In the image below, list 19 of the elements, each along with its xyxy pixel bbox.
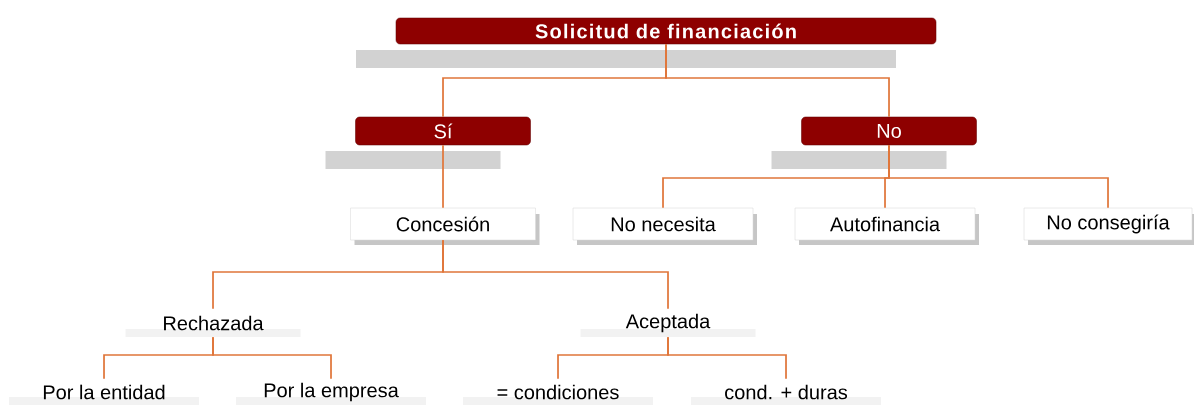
- outcome-label: Aceptada: [580, 313, 756, 337]
- choice-box: No: [771, 116, 977, 169]
- outcome-box: No consegiría: [1023, 207, 1194, 245]
- connector: [665, 43, 890, 118]
- title-bar: Solicitud de financiación: [356, 17, 937, 68]
- outcome-box: No necesita: [572, 207, 757, 245]
- choice-box: Sí: [325, 116, 531, 169]
- connector: [667, 336, 787, 380]
- outcome-box: Concesión: [350, 207, 540, 245]
- outcome-label: Por la entidad: [9, 384, 199, 405]
- outcome-label: = condiciones: [463, 384, 653, 405]
- outcome-box: Autofinancia: [794, 207, 979, 245]
- connector: [442, 144, 444, 209]
- connector: [212, 336, 332, 380]
- outcome-label: Por la empresa: [236, 382, 426, 405]
- connector: [888, 144, 1109, 209]
- outcome-label: cond. + duras: [691, 384, 881, 405]
- connector: [442, 239, 669, 310]
- outcome-label: Rechazada: [125, 315, 301, 337]
